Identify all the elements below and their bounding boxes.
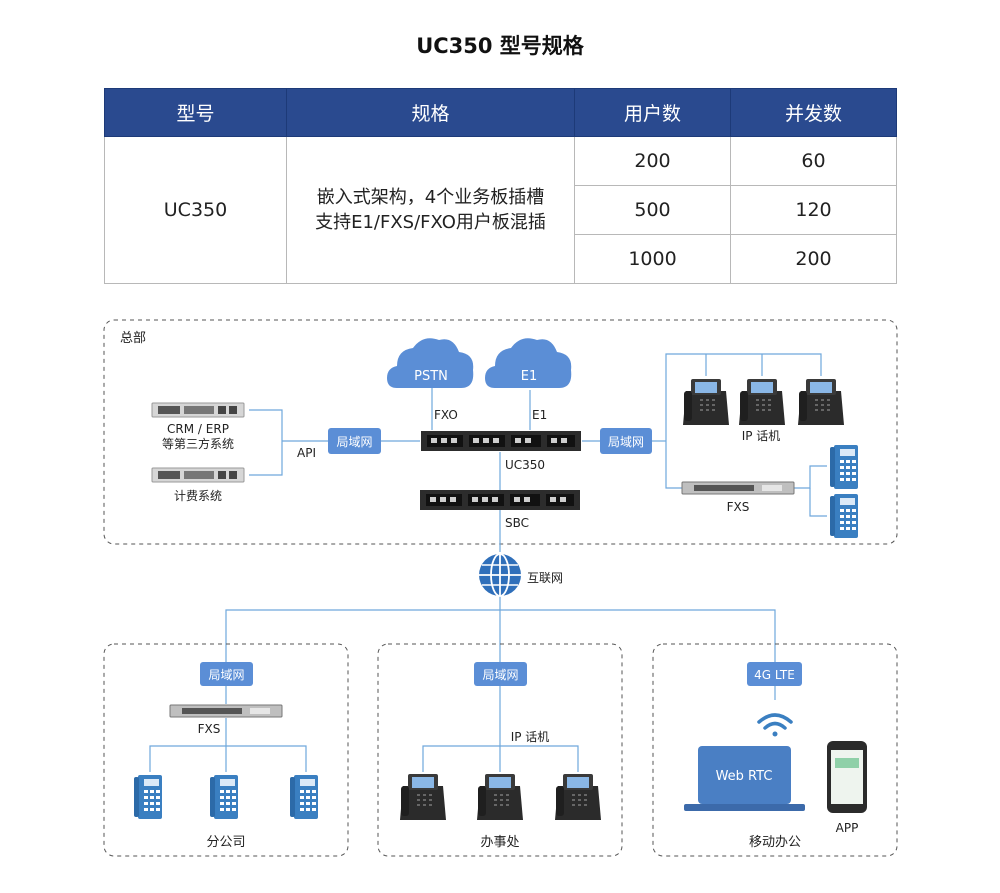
lan-badge-left-label: 局域网 — [336, 435, 372, 449]
fxs-gateway-icon — [681, 481, 795, 495]
spec-cell: 嵌入式架构，4个业务板插槽 支持E1/FXS/FXO用户板混插 — [286, 136, 575, 284]
office-lan-badge — [474, 662, 527, 686]
mobile-box — [652, 643, 898, 857]
webrtc-label: Web RTC — [716, 769, 773, 784]
hq-links — [225, 353, 827, 664]
col-header-spec: 规格 — [286, 88, 575, 137]
crm-label-line2: 等第三方系统 — [162, 436, 234, 451]
office-lan-label: 局域网 — [482, 668, 518, 682]
lan-badge-right — [600, 428, 652, 454]
ip-phone-icon — [555, 774, 601, 820]
analog-phone-icon — [134, 775, 162, 819]
ip-phone-icon — [683, 379, 729, 425]
table-row: 1000 200 — [105, 234, 897, 284]
e1-link-label: E1 — [532, 408, 547, 422]
ip-phone-icon — [400, 774, 446, 820]
sbc-device-icon — [420, 490, 580, 510]
ip-phone-icon — [477, 774, 523, 820]
page-title: UC350 型号规格 — [416, 34, 584, 58]
lan-badge-right-label: 局域网 — [608, 435, 644, 449]
spec-table: 型号 规格 用户数 并发数 UC350 嵌入式架构，4个业务板插槽 支持E1/F… — [104, 88, 897, 284]
branch-office-name: 分公司 — [206, 835, 245, 850]
uc350-label: UC350 — [505, 458, 545, 472]
api-label: API — [297, 446, 316, 460]
app-label: APP — [836, 821, 859, 835]
col-header-concurrent: 并发数 — [730, 88, 897, 137]
col-header-users: 用户数 — [574, 88, 731, 137]
lte-label: 4G LTE — [754, 668, 795, 682]
uc350-device-icon — [421, 431, 581, 451]
branch-fxs-gateway-icon — [169, 704, 283, 718]
model-cell: UC350 — [104, 136, 287, 284]
concurrent-cell: 120 — [730, 185, 897, 235]
users-cell: 1000 — [574, 234, 731, 284]
table-row: 500 120 — [105, 185, 897, 235]
internet-label: 互联网 — [527, 571, 563, 585]
table-row: UC350 嵌入式架构，4个业务板插槽 支持E1/FXS/FXO用户板混插 20… — [104, 136, 897, 284]
ip-phone-icon — [798, 379, 844, 425]
billing-label: 计费系统 — [174, 489, 222, 503]
analog-phone-icon — [830, 445, 858, 489]
ip-phone-icon — [739, 379, 785, 425]
wifi-icon — [757, 713, 793, 737]
table-header-row: 型号 规格 用户数 并发数 — [104, 88, 897, 137]
smartphone-icon — [827, 741, 867, 813]
billing-server-icon — [151, 467, 245, 483]
laptop-icon — [684, 746, 805, 811]
analog-phone-icon — [830, 494, 858, 538]
branch-fxs-label: FXS — [198, 722, 221, 736]
lte-badge — [747, 662, 802, 686]
users-cell: 500 — [574, 185, 731, 235]
hq-label: 总部 — [120, 331, 146, 346]
branch-links — [149, 686, 776, 772]
col-header-model: 型号 — [104, 88, 287, 137]
spec-line: 嵌入式架构，4个业务板插槽 — [316, 187, 545, 208]
branch-lan-badge — [200, 662, 253, 686]
hq-ip-phone-label: IP 话机 — [742, 429, 781, 443]
crm-label-line1: CRM / ERP — [167, 422, 229, 436]
globe-icon — [479, 553, 521, 597]
pstn-label: PSTN — [414, 369, 448, 384]
analog-phone-icon — [210, 775, 238, 819]
mobile-office-name: 移动办公 — [749, 835, 801, 850]
branch-lan-label: 局域网 — [208, 668, 244, 682]
office-name: 办事处 — [480, 835, 519, 850]
crm-server-icon — [151, 402, 245, 418]
concurrent-cell: 200 — [730, 234, 897, 284]
e1-cloud-label: E1 — [521, 369, 538, 384]
analog-phone-icon — [290, 775, 318, 819]
office-ip-phone-label: IP 话机 — [511, 730, 550, 744]
branch-office-box — [103, 643, 349, 857]
hq-fxs-label: FXS — [727, 500, 750, 514]
spec-line: 支持E1/FXS/FXO用户板混插 — [315, 212, 546, 233]
sbc-label: SBC — [505, 516, 529, 530]
fxo-link-label: FXO — [434, 408, 458, 422]
office-box — [377, 643, 623, 857]
lan-badge-left — [328, 428, 381, 454]
